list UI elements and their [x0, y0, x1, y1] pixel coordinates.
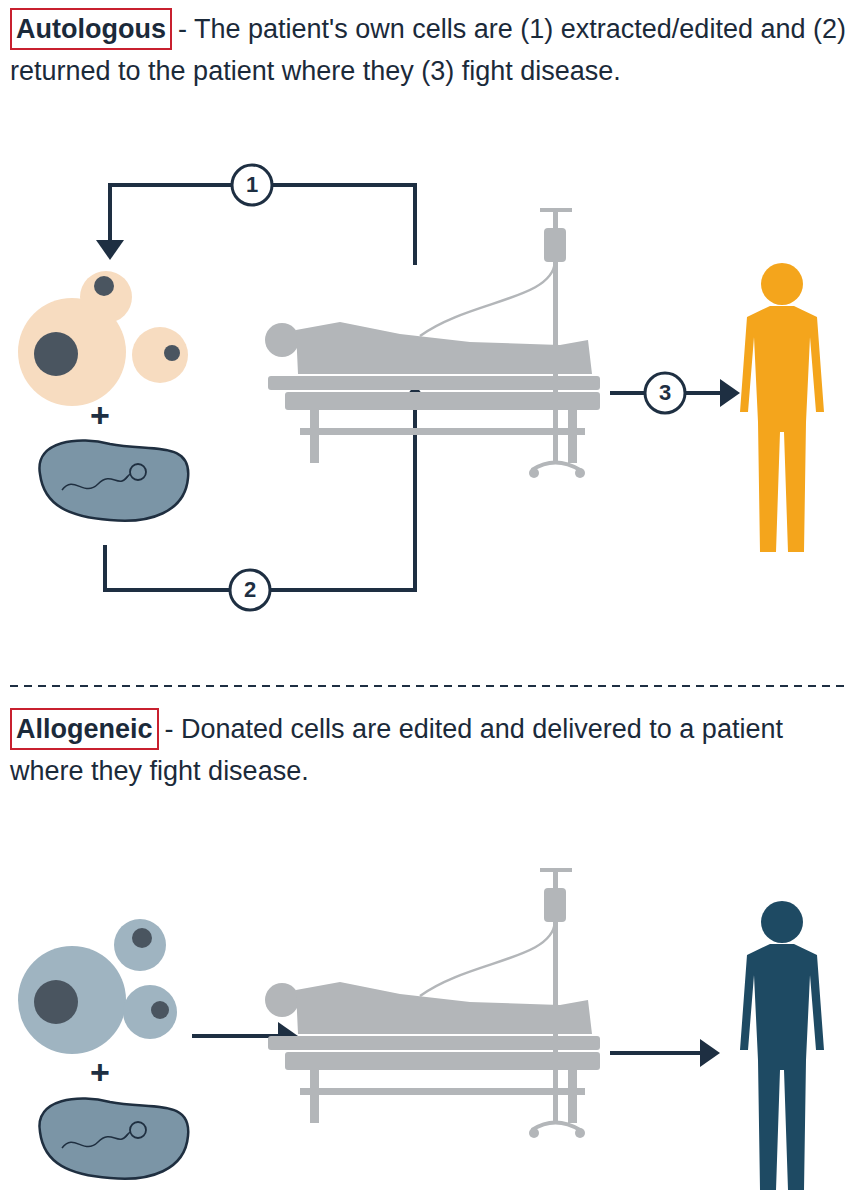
patient-on-bed: [265, 208, 600, 478]
divider: [10, 685, 846, 687]
editor-vector: [39, 440, 188, 520]
patient-on-bed: [265, 868, 600, 1138]
term-box: Allogeneic: [10, 708, 159, 750]
editor-vector: [39, 1098, 188, 1178]
figure-head: [761, 263, 803, 305]
healthy-figure: [740, 944, 824, 1190]
callout-circle: [230, 165, 685, 610]
callout-number: 1: [246, 172, 258, 198]
term-text: Allogeneic: [16, 714, 153, 744]
cell-cluster: [18, 919, 177, 1054]
figure-head: [761, 901, 803, 943]
term-box: Autologous: [10, 8, 172, 50]
plus-sign: +: [90, 1053, 110, 1092]
term-text: Autologous: [16, 14, 166, 44]
cell-cluster: [18, 271, 188, 406]
process-arrow: [105, 185, 722, 590]
plus-sign: +: [90, 396, 110, 435]
callout-number: 2: [244, 577, 256, 603]
callout-number: 3: [659, 380, 671, 406]
healthy-figure: [740, 306, 824, 552]
